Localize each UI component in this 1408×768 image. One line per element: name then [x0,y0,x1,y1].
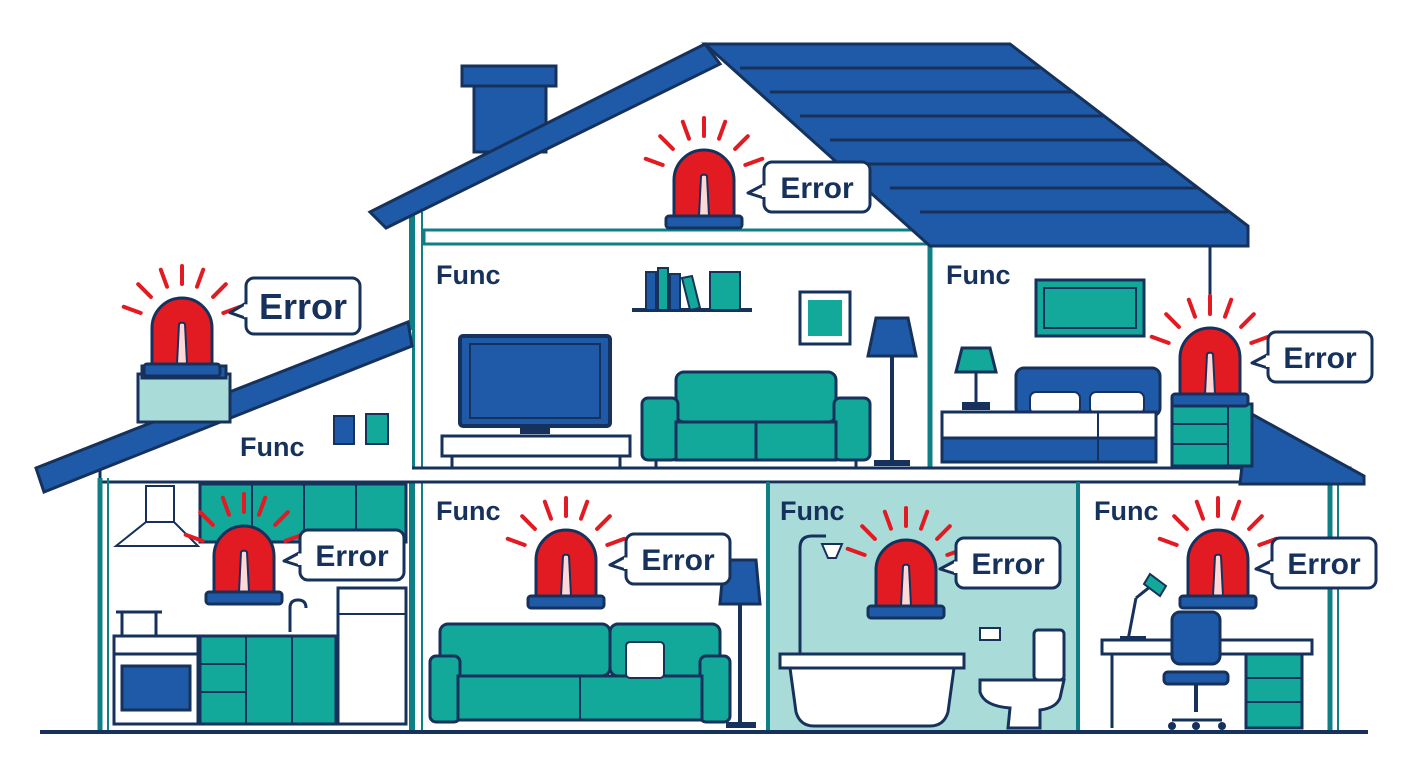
error-label: Error [315,540,389,573]
alarm-office: Error [1157,496,1378,610]
alarm-rays [643,116,765,167]
siren-base [204,590,284,606]
bedroom [940,278,1254,468]
sofa-upper [640,370,872,468]
siren-base [142,362,222,378]
func-label-living: Func [436,260,501,290]
siren-base [526,594,606,610]
alarm-attic: Error [643,116,872,230]
siren-base [1178,594,1258,610]
func-label-bedroom: Func [946,260,1011,290]
alarm-bathroom: Error [845,506,1062,620]
error-label: Error [971,548,1045,581]
window-small-2 [365,413,389,445]
alarm-rays [505,496,627,547]
main-roof [367,42,1250,248]
alarm-rays [121,264,243,315]
wing-chimney [136,372,232,424]
func-label-lounge: Func [436,496,501,526]
alarm-garage-roof: Error [121,264,362,378]
func-labels: Func Func Func Func Func Func [240,260,1159,526]
window-small-1 [333,415,355,445]
siren-base [1170,392,1250,408]
func-label-office: Func [1094,496,1159,526]
func-label-wing: Func [240,432,305,462]
bathroom [778,534,1066,730]
error-label: Error [1287,548,1361,581]
error-label: Error [1283,342,1357,375]
alarm-rays [1149,294,1271,345]
siren-base [866,604,946,620]
office [1100,572,1314,730]
alarm-kitchen: Error [183,492,406,606]
error-label: Error [780,172,854,205]
alarm-bedroom: Error [1149,294,1374,408]
kitchen [112,482,408,726]
right-porch-roof [1238,409,1366,486]
error-label: Error [259,286,347,327]
siren-base [664,214,744,230]
func-label-bathroom: Func [780,496,845,526]
error-label: Error [641,544,715,577]
lounge [428,558,762,728]
alarm-lounge: Error [505,496,732,610]
living-room-upper [440,267,918,468]
alarm-rays [1157,496,1279,547]
